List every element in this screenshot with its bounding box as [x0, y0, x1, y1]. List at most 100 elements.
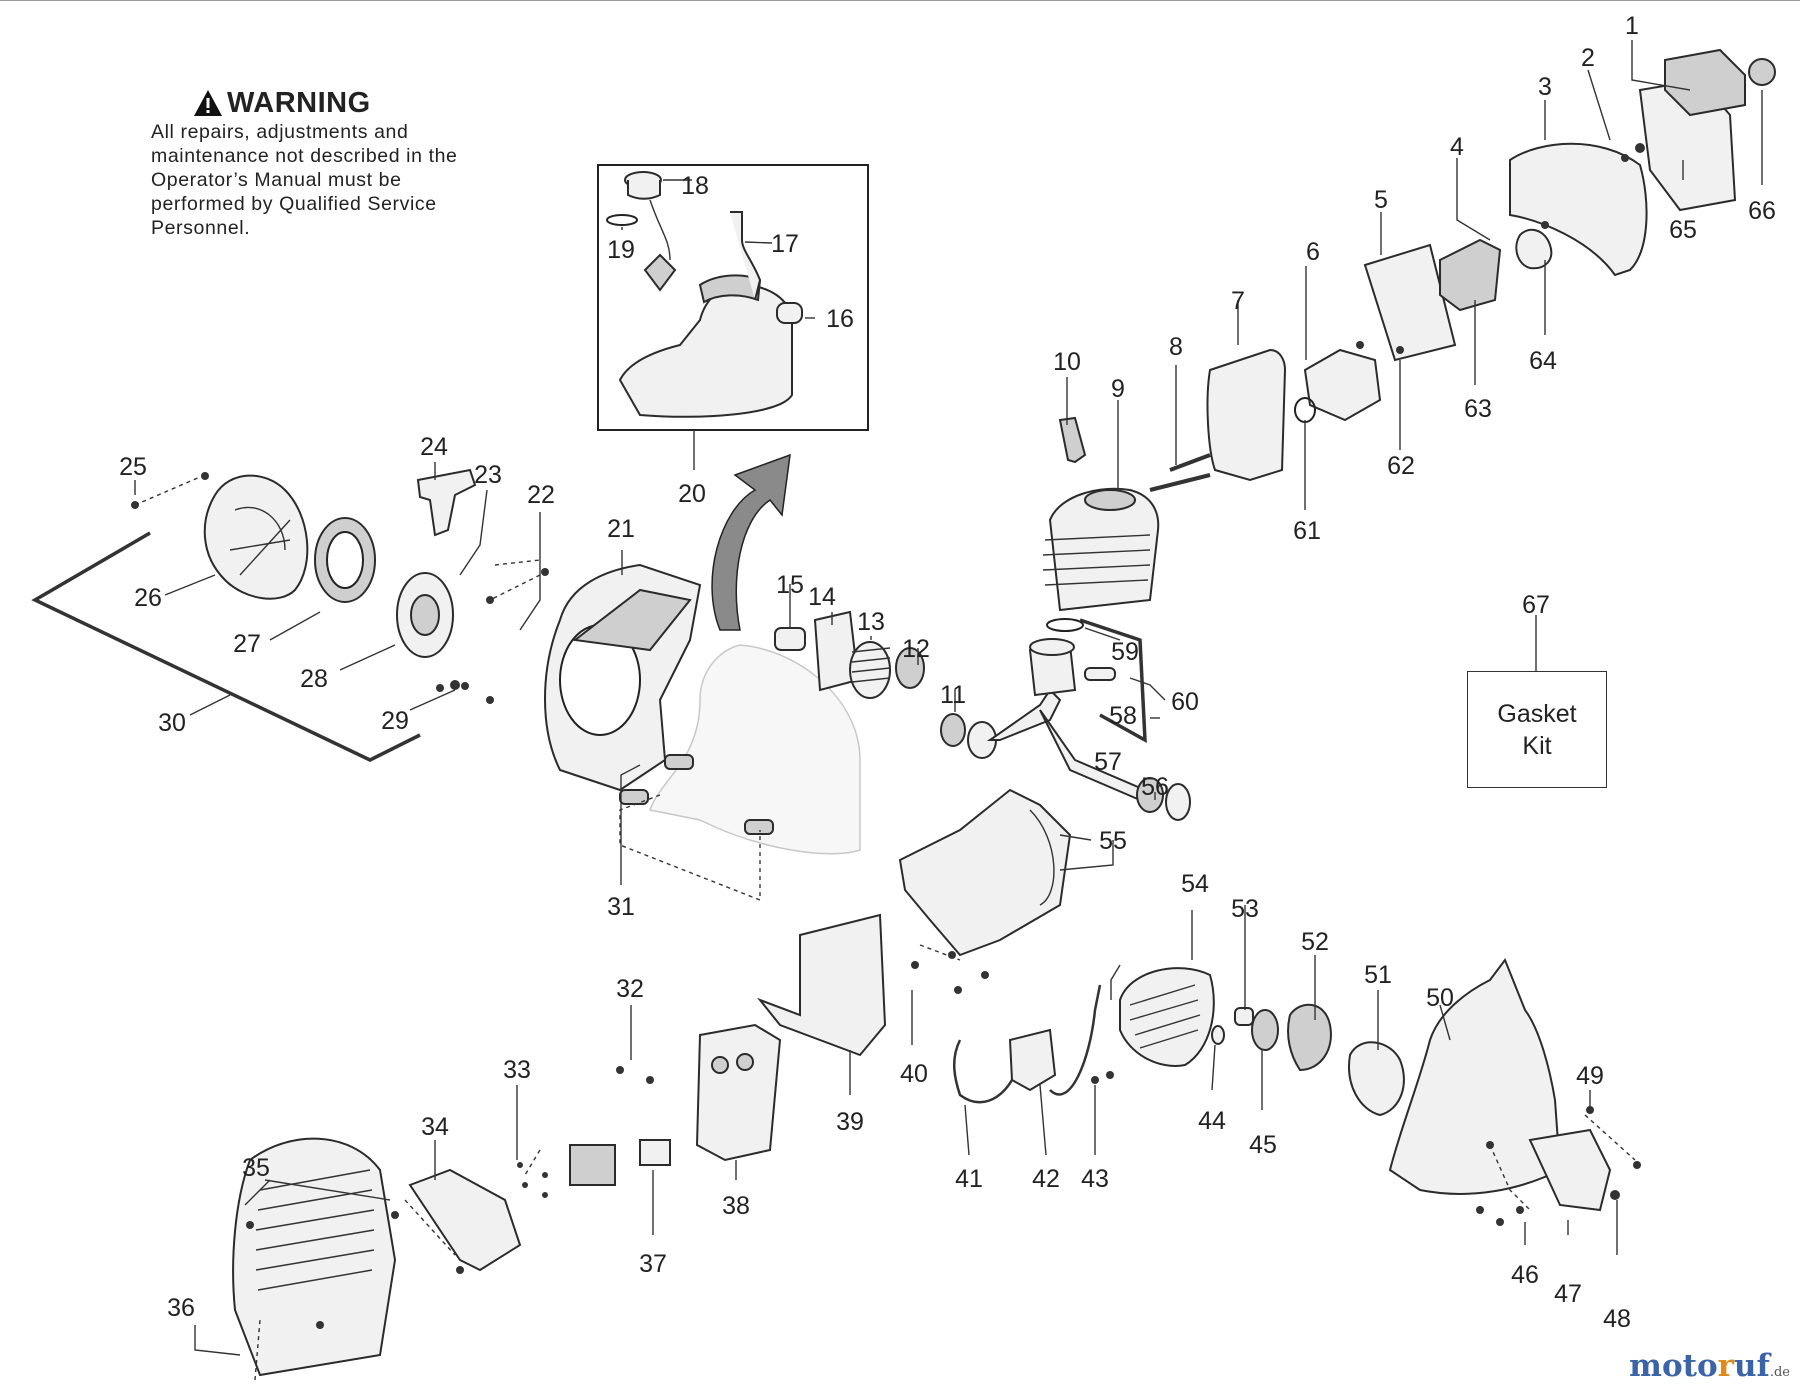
- label-54: 54: [1181, 870, 1209, 898]
- label-24: 24: [420, 433, 448, 461]
- label-65: 65: [1669, 216, 1697, 244]
- label-46: 46: [1511, 1261, 1539, 1289]
- top-border-line: [0, 0, 1800, 1]
- label-41: 41: [955, 1165, 983, 1193]
- label-9: 9: [1111, 375, 1125, 403]
- warning-notice: WARNING All repairs, adjustments and mai…: [151, 86, 481, 240]
- gearbox-coupling-drawing: [1528, 1128, 1612, 1212]
- brand-part2: r: [1717, 1348, 1734, 1384]
- recoil-spring-drawing: [314, 517, 376, 603]
- label-50: 50: [1426, 984, 1454, 1012]
- label-64: 64: [1529, 347, 1557, 375]
- label-28: 28: [300, 665, 328, 693]
- label-61: 61: [1293, 517, 1321, 545]
- filter-gasket-drawing: [1515, 228, 1553, 270]
- crankcase-drawing: [898, 788, 1072, 957]
- muffler-cover-drawing: [232, 1137, 397, 1377]
- assembly-arrow: [711, 453, 791, 631]
- muffler-port-drawing: [711, 1056, 729, 1074]
- label-40: 40: [900, 1060, 928, 1088]
- label-45: 45: [1249, 1131, 1277, 1159]
- washer-drawing: [1211, 1025, 1225, 1045]
- cylinder-drawing: [1042, 487, 1160, 612]
- starter-group-bracket: [31, 531, 421, 762]
- label-25: 25: [119, 453, 147, 481]
- label-1: 1: [1625, 12, 1639, 40]
- fuel-tank-inset-box: [597, 164, 869, 431]
- label-39: 39: [836, 1108, 864, 1136]
- label-6: 6: [1306, 238, 1320, 266]
- cover-knob-drawing: [1748, 58, 1776, 86]
- part-number-labels: 1 2 3 4 5 6 7 8 9 10 11 12 13 14 15 16 1…: [119, 12, 1776, 1333]
- label-4: 4: [1450, 133, 1464, 161]
- label-49: 49: [1576, 1062, 1604, 1090]
- label-42: 42: [1032, 1165, 1060, 1193]
- label-21: 21: [607, 515, 635, 543]
- clutch-drawing: [1287, 1003, 1332, 1072]
- muffler-port-2-drawing: [736, 1053, 754, 1071]
- label-44: 44: [1198, 1107, 1226, 1135]
- warning-text: All repairs, adjustments and maintenance…: [151, 121, 458, 239]
- label-16: 16: [826, 305, 854, 333]
- ghost-fuel-tank: [649, 644, 861, 855]
- brand-logo: motoruf.de: [1629, 1348, 1790, 1384]
- intake-manifold-drawing: [1303, 348, 1382, 422]
- label-30: 30: [158, 709, 186, 737]
- label-19: 19: [607, 236, 635, 264]
- label-34: 34: [421, 1113, 449, 1141]
- crankshaft-drawing: [940, 688, 1191, 821]
- muffler-gasket-drawing: [756, 913, 887, 1057]
- intake-parts-drawing: [774, 610, 925, 699]
- label-56: 56: [1141, 773, 1169, 801]
- cylinder-screws: [1149, 453, 1211, 492]
- label-23: 23: [474, 461, 502, 489]
- label-11: 11: [940, 681, 966, 709]
- label-31: 31: [607, 893, 635, 921]
- label-22: 22: [527, 481, 555, 509]
- label-53: 53: [1231, 895, 1259, 923]
- piston-drawing: [1028, 618, 1116, 697]
- label-29: 29: [381, 707, 409, 735]
- label-8: 8: [1169, 333, 1183, 361]
- label-27: 27: [233, 630, 261, 658]
- heat-shield-drawing: [1206, 348, 1287, 482]
- label-59: 59: [1111, 638, 1139, 666]
- label-67: 67: [1522, 591, 1550, 619]
- label-17: 17: [771, 230, 799, 258]
- muffler-label-drawing: [639, 1139, 671, 1166]
- air-filter-housing-drawing: [1509, 142, 1648, 277]
- leader-lines: [134, 40, 1763, 1356]
- gasket-kit-line1: Gasket: [1497, 699, 1577, 728]
- spark-arrestor-drawing: [569, 1144, 616, 1186]
- warning-title: WARNING: [227, 87, 371, 119]
- label-51: 51: [1364, 961, 1392, 989]
- brand-part1: moto: [1629, 1348, 1718, 1384]
- starter-housing-drawing: [203, 474, 309, 600]
- label-5: 5: [1374, 186, 1388, 214]
- starter-handle-drawing: [416, 468, 477, 537]
- label-14: 14: [808, 583, 836, 611]
- gasket-kit-line2: Kit: [1522, 731, 1552, 760]
- label-38: 38: [722, 1192, 750, 1220]
- dashed-connectors: [134, 476, 1636, 1381]
- label-26: 26: [134, 584, 162, 612]
- spacer-drawing: [1234, 1007, 1254, 1026]
- label-13: 13: [857, 608, 885, 636]
- pulley-drawing: [396, 572, 454, 658]
- label-48: 48: [1603, 1305, 1631, 1333]
- label-63: 63: [1464, 395, 1492, 423]
- clutch-plate-drawing: [1251, 1009, 1279, 1051]
- label-33: 33: [503, 1056, 531, 1084]
- brand-tld: .de: [1769, 1365, 1790, 1380]
- label-18: 18: [681, 172, 709, 200]
- label-62: 62: [1387, 452, 1415, 480]
- label-3: 3: [1538, 73, 1552, 101]
- ignition-lead-drawing: [953, 984, 1102, 1104]
- flywheel-fins: [1129, 984, 1201, 1049]
- cover-grille-lines: [255, 1169, 375, 1291]
- clutch-drum-drawing: [1348, 1041, 1405, 1117]
- piston-group-bracket: [1079, 618, 1147, 744]
- label-66: 66: [1748, 197, 1776, 225]
- o-ring-drawing: [1294, 397, 1316, 423]
